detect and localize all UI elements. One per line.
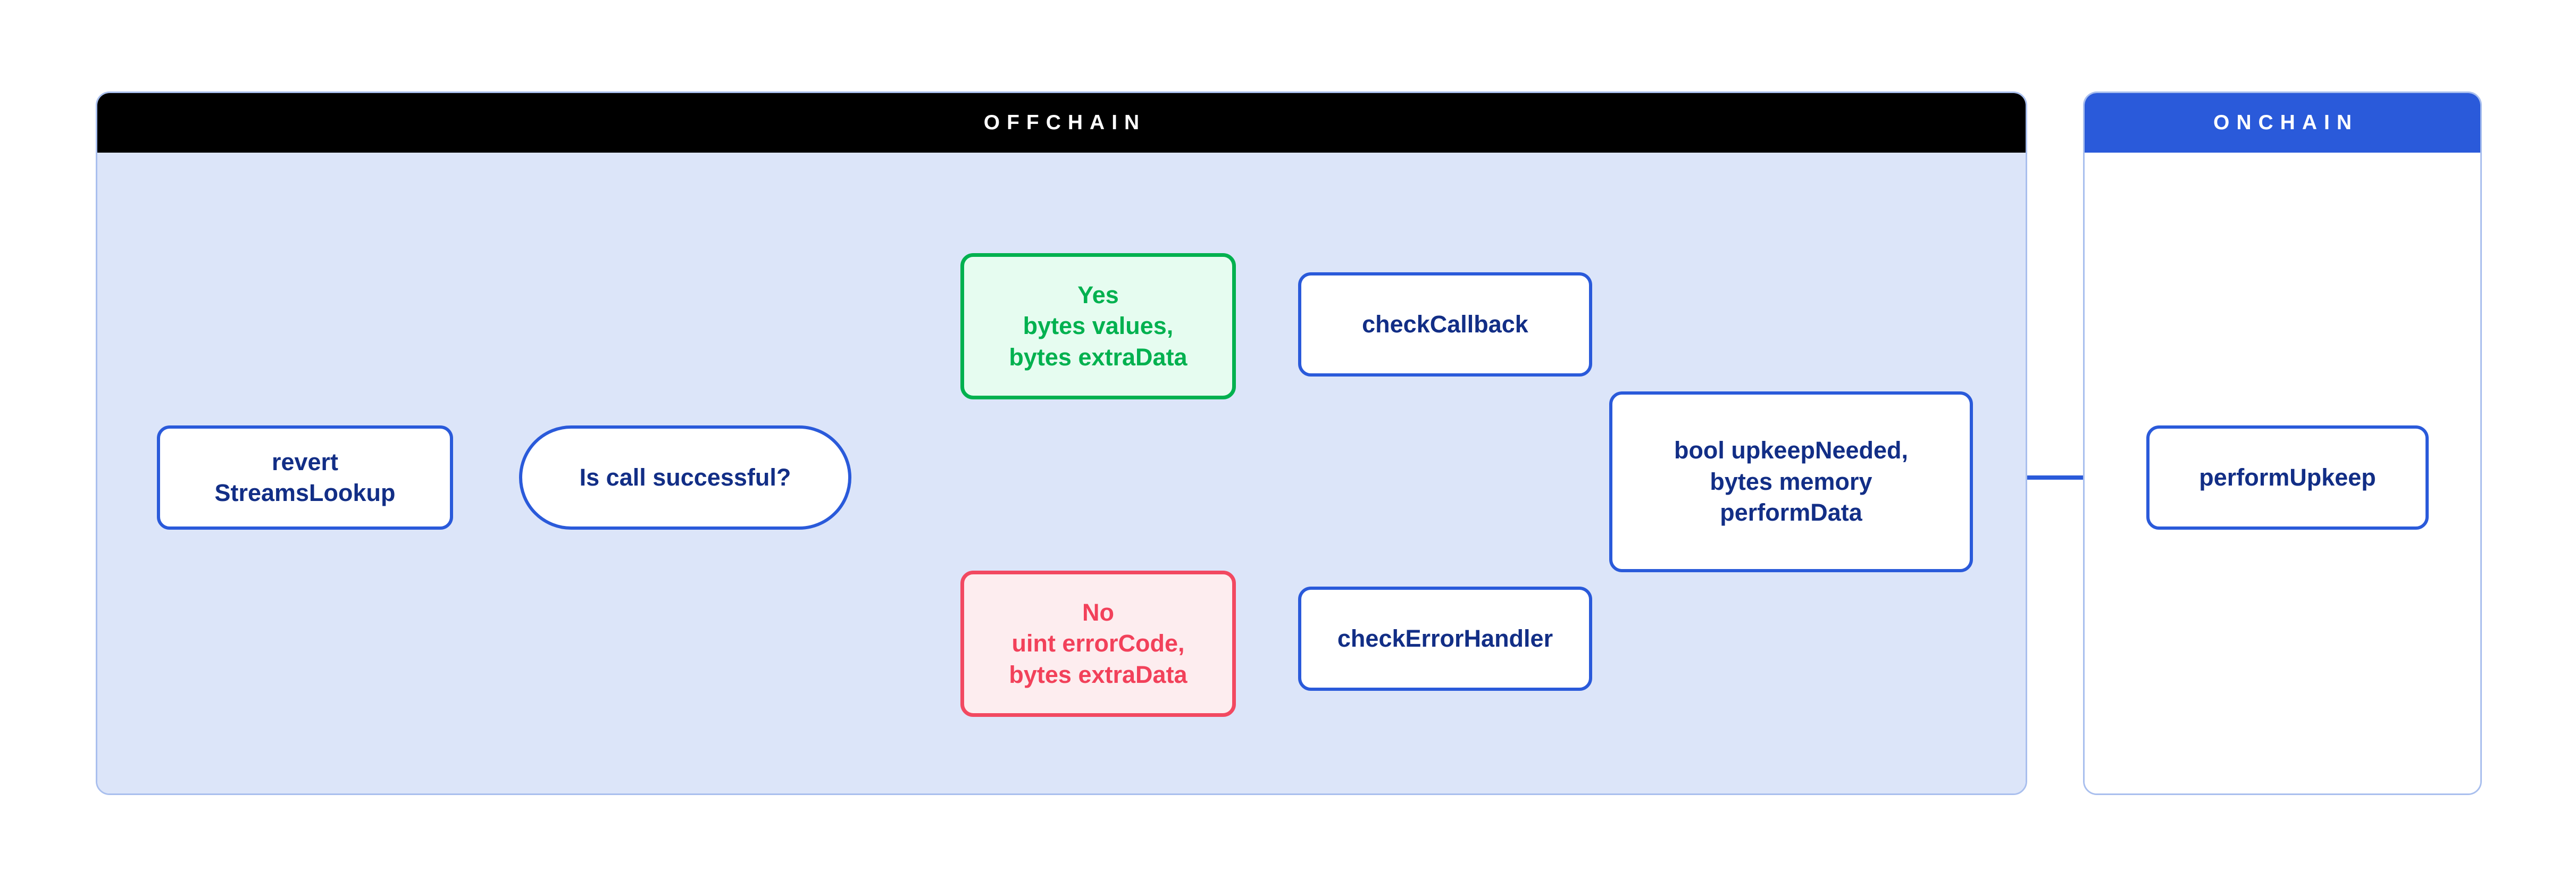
node-perform-upkeep[interactable]: performUpkeep — [2146, 425, 2429, 530]
node-is-call-successful[interactable]: Is call successful? — [519, 425, 851, 530]
node-no-branch[interactable]: No uint errorCode, bytes extraData — [960, 571, 1236, 717]
panel-offchain-header: OFFCHAIN — [97, 93, 2026, 153]
node-check-error-handler[interactable]: checkErrorHandler — [1298, 587, 1592, 691]
node-yes-branch[interactable]: Yes bytes values, bytes extraData — [960, 253, 1236, 399]
panel-onchain-header: ONCHAIN — [2085, 93, 2480, 153]
node-upkeep-needed-perform-data[interactable]: bool upkeepNeeded, bytes memory performD… — [1609, 391, 1973, 572]
node-revert-streamslookup[interactable]: revert StreamsLookup — [157, 425, 453, 530]
node-check-callback[interactable]: checkCallback — [1298, 272, 1592, 377]
